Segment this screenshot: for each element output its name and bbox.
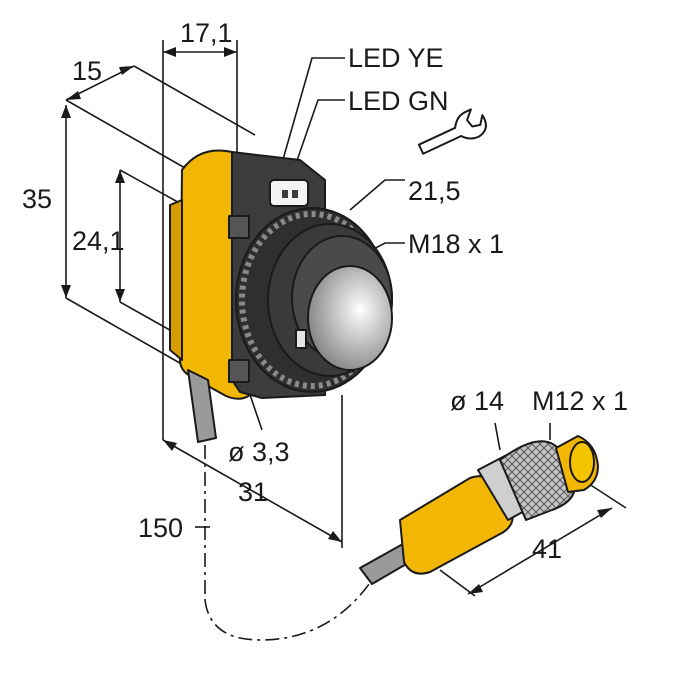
wrench-icon	[417, 108, 487, 155]
sensor-lens	[307, 265, 393, 371]
m12-connector	[359, 435, 599, 585]
connector-diameter-label: ø 14	[450, 386, 504, 416]
dimension-lines	[61, 40, 627, 641]
length-label: 31	[238, 477, 268, 507]
led-gn-label: LED GN	[348, 86, 449, 116]
cable-length-label: 150	[138, 513, 183, 543]
thread-main-label: M18 x 1	[408, 229, 504, 259]
width-top-label: 17,1	[180, 18, 233, 48]
depth-label: 15	[72, 56, 102, 86]
height-inner-label: 24,1	[72, 226, 125, 256]
wrench-size-label: 21,5	[408, 176, 461, 206]
connector-length-label: 41	[532, 534, 562, 564]
height-total-label: 35	[22, 184, 52, 214]
connector-thread-label: M12 x 1	[532, 386, 628, 416]
led-ye-label: LED YE	[348, 43, 444, 73]
sensor-cable	[187, 369, 217, 443]
hole-diameter-label: ø 3,3	[228, 437, 290, 467]
